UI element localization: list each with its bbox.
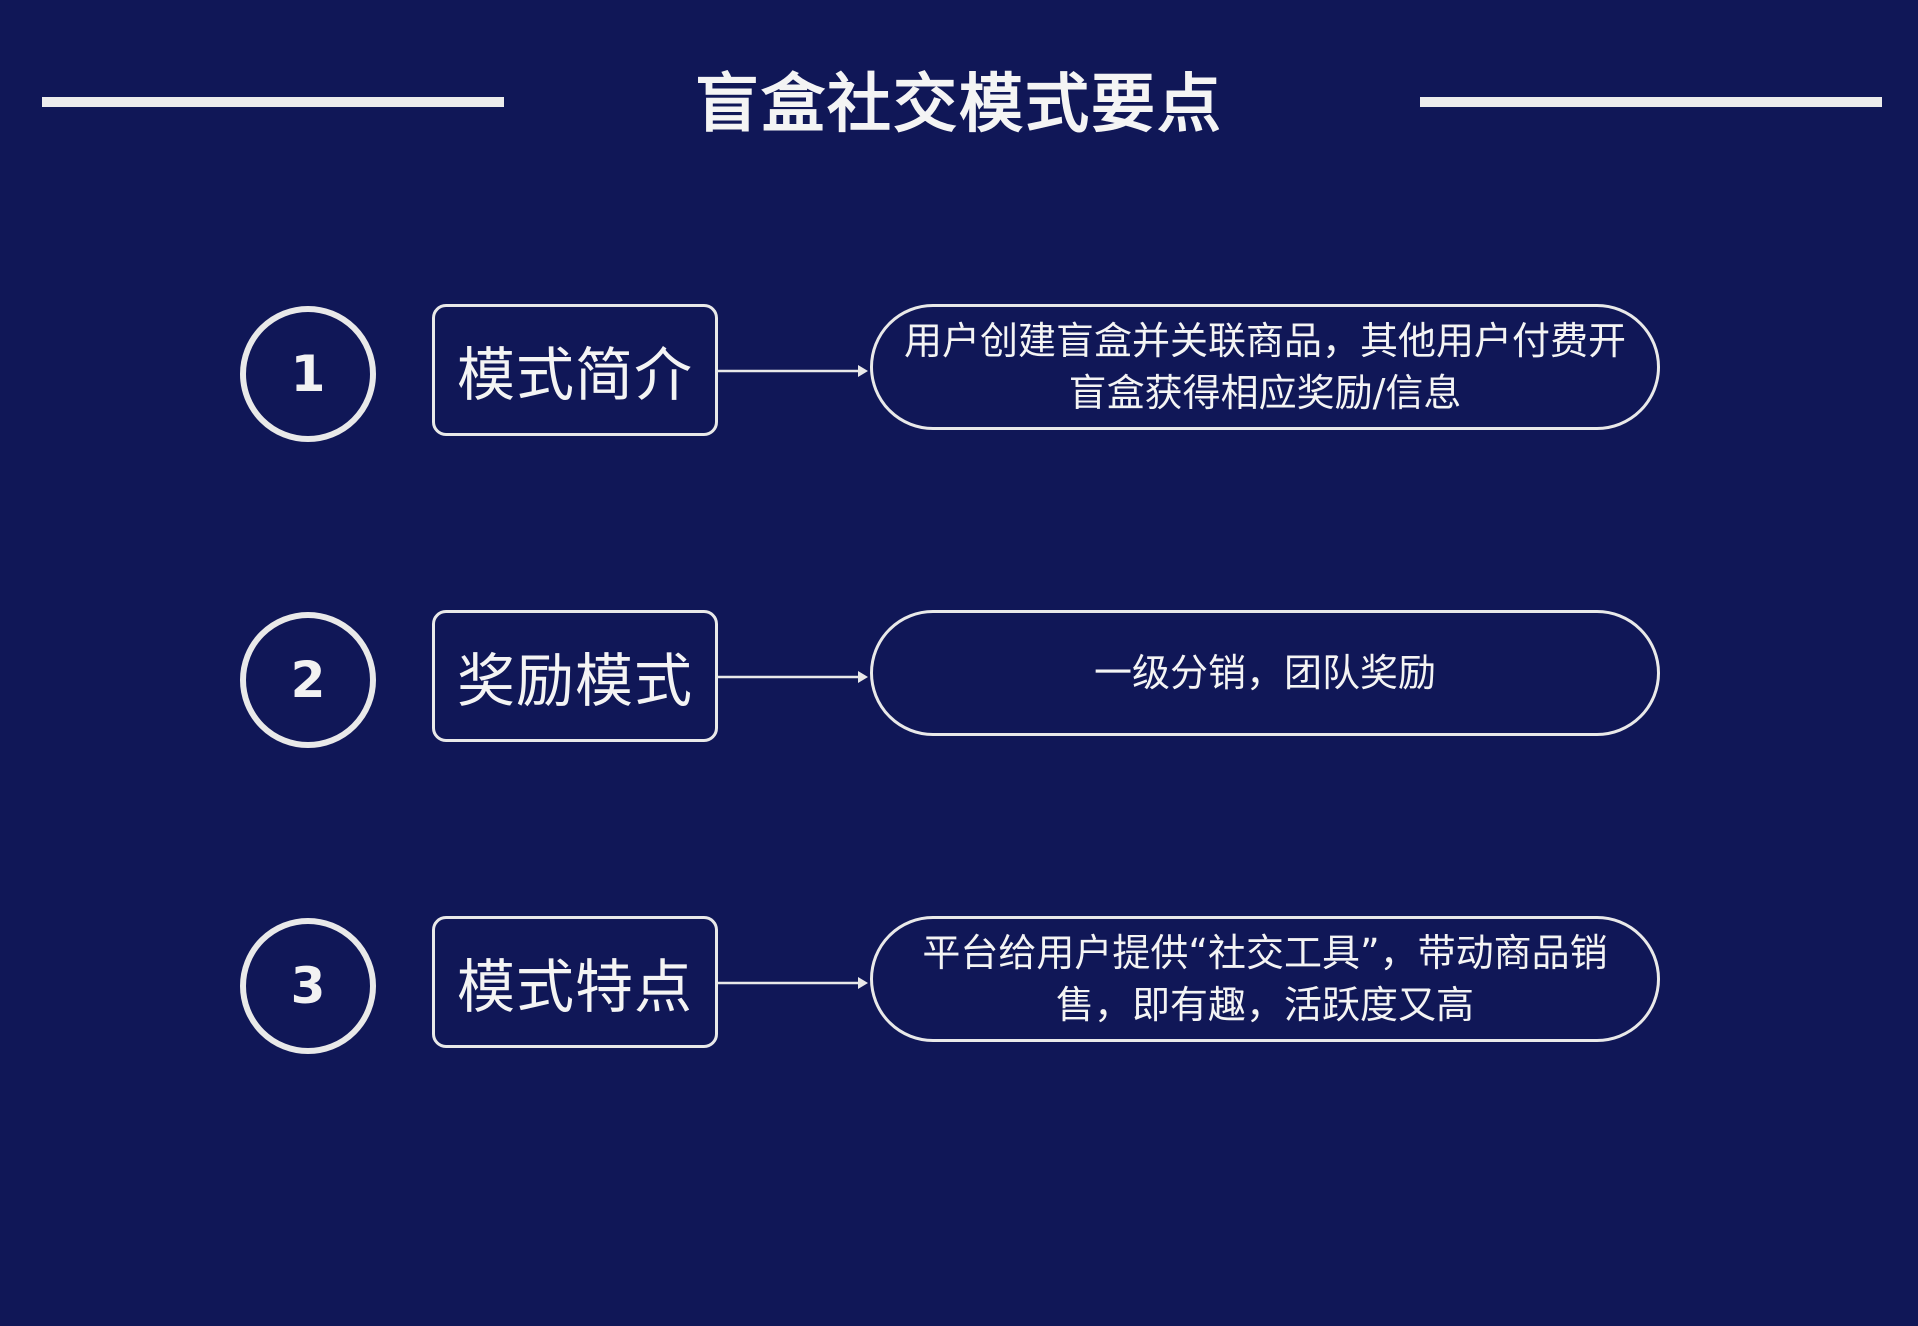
arrow-connector-1 <box>718 365 868 377</box>
arrow-connector-3 <box>718 977 868 989</box>
number-circle-1: 1 <box>240 306 376 442</box>
point-row-1: 1 模式简介 用户创建盲盒并关联商品，其他用户付费开盲盒获得相应奖励/信息 <box>0 301 1918 442</box>
point-row-2: 2 奖励模式 一级分销，团队奖励 <box>0 607 1918 748</box>
label-box-2: 奖励模式 <box>432 610 718 742</box>
slide-title: 盲盒社交模式要点 <box>695 68 1223 142</box>
number-circle-3: 3 <box>240 918 376 1054</box>
title-rule-left <box>42 97 504 107</box>
description-text-3: 平台给用户提供“社交工具”，带动商品销售，即有趣，活跃度又高 <box>922 931 1608 1027</box>
title-rule-right <box>1420 97 1882 107</box>
description-pill-3: 平台给用户提供“社交工具”，带动商品销售，即有趣，活跃度又高 <box>870 916 1660 1042</box>
arrow-connector-2 <box>718 671 868 683</box>
label-box-1: 模式简介 <box>432 304 718 436</box>
label-box-3: 模式特点 <box>432 916 718 1048</box>
description-pill-2: 一级分销，团队奖励 <box>870 610 1660 736</box>
description-text-2: 一级分销，团队奖励 <box>1093 651 1436 695</box>
point-row-3: 3 模式特点 平台给用户提供“社交工具”，带动商品销售，即有趣，活跃度又高 <box>0 913 1918 1054</box>
description-pill-1: 用户创建盲盒并关联商品，其他用户付费开盲盒获得相应奖励/信息 <box>870 304 1660 430</box>
description-text-1: 用户创建盲盒并关联商品，其他用户付费开盲盒获得相应奖励/信息 <box>903 319 1626 415</box>
number-circle-2: 2 <box>240 612 376 748</box>
